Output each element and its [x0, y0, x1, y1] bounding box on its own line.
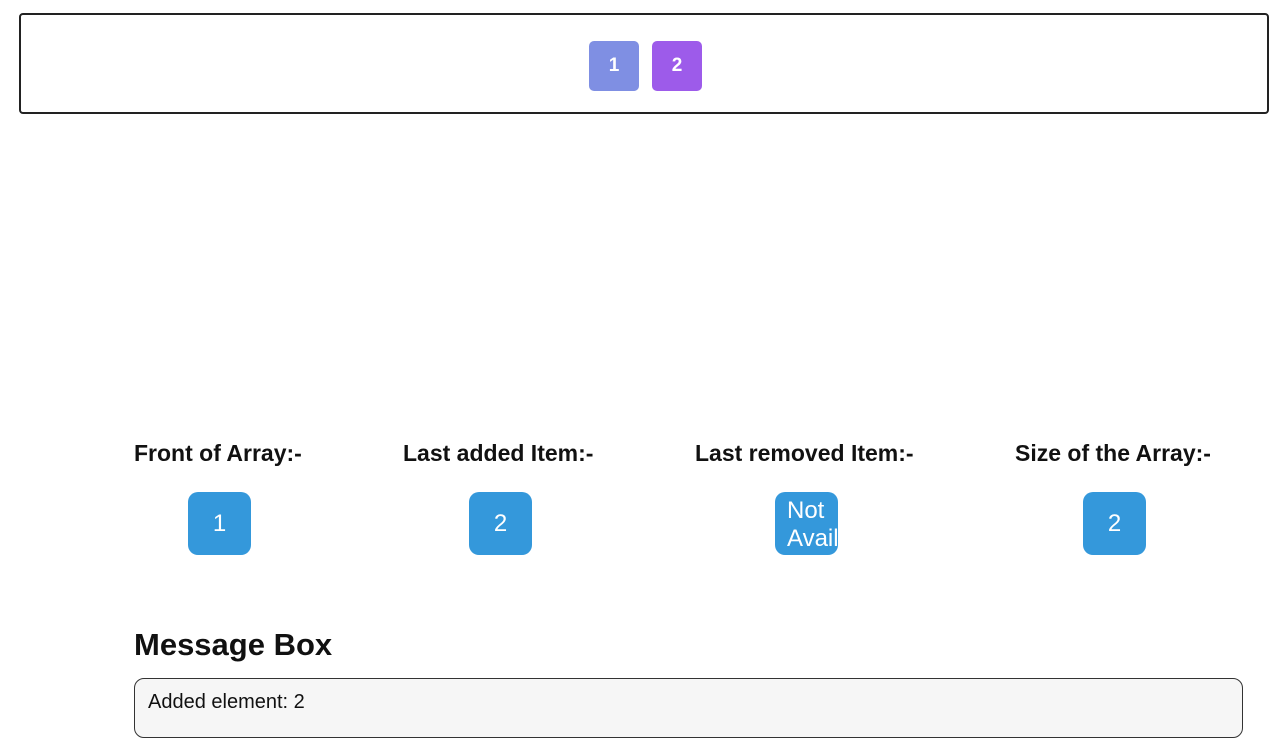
array-element: 2 — [652, 41, 702, 91]
last-removed-item-value: Not Available — [775, 492, 838, 555]
last-added-item-value: 2 — [469, 492, 532, 555]
front-of-array-value: 1 — [188, 492, 251, 555]
array-size-value: 2 — [1083, 492, 1146, 555]
message-line: Added element: 2 — [148, 691, 305, 713]
array-element: 1 — [589, 41, 639, 91]
array-display-panel: 1 2 — [19, 13, 1269, 114]
array-size-label: Size of the Array:- — [1015, 440, 1211, 466]
message-box: Added element: 2 — [134, 678, 1243, 738]
last-added-item-label: Last added Item:- — [403, 440, 594, 466]
last-removed-item-label: Last removed Item:- — [695, 440, 914, 466]
message-box-title: Message Box — [134, 627, 333, 662]
front-of-array-label: Front of Array:- — [134, 440, 302, 466]
